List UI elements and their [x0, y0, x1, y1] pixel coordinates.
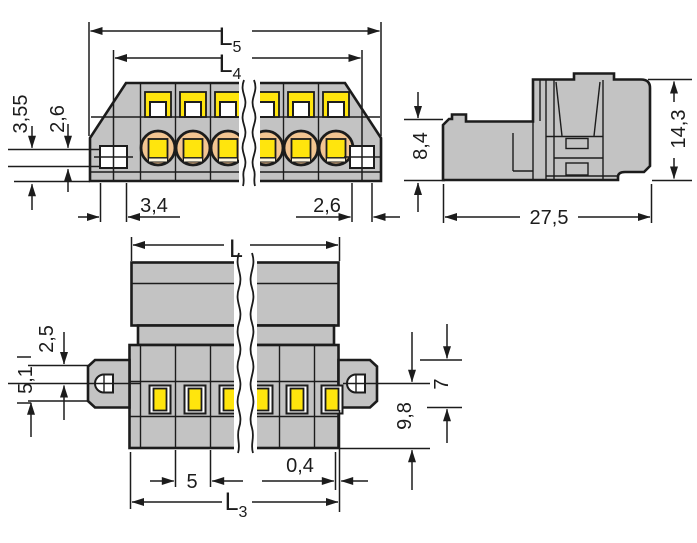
- wire-port: [139, 129, 177, 167]
- wire-ports: [139, 129, 355, 167]
- side-view-dimensions: 8,4 14,3 27,5: [404, 78, 692, 229]
- dim-98-label: 9,8: [394, 402, 416, 430]
- dim-84-label: 8,4: [410, 132, 432, 160]
- wire-port: [317, 129, 355, 167]
- dim-143-label: 14,3: [668, 110, 690, 149]
- side-view: 8,4 14,3 27,5: [404, 72, 692, 229]
- side-profile-details: [512, 80, 618, 179]
- actuation-window: [287, 91, 315, 118]
- actuation-window: [144, 91, 172, 118]
- dim-275-label: 27,5: [530, 207, 569, 229]
- dim-7-label: 7: [431, 378, 453, 389]
- dim-04-label: 0,4: [286, 455, 314, 477]
- top-view-dimensions: L5 L4 3,55 2,6 3,4: [8, 22, 400, 222]
- contact-slot: [183, 384, 207, 415]
- front-view: L 2,5 5,1 7 9,8: [8, 235, 462, 521]
- dim-51-label: 5,1: [15, 366, 37, 394]
- break-line: [239, 79, 260, 187]
- dim-355-label: 3,55: [10, 95, 32, 134]
- dim-25-label: 2,5: [36, 325, 58, 353]
- wire-port: [282, 129, 320, 167]
- break-line: [234, 252, 257, 456]
- dim-l4-label: L4: [219, 50, 242, 83]
- contact-slot: [285, 384, 309, 415]
- actuation-window: [214, 91, 242, 118]
- dim-26-bottom-label: 2,6: [313, 195, 341, 217]
- actuation-window: [322, 91, 350, 118]
- dim-l-label: L: [229, 235, 243, 263]
- dim-5-label: 5: [186, 471, 197, 493]
- contact-slots: [148, 384, 344, 415]
- actuation-window: [179, 91, 207, 118]
- dim-34-label: 3,4: [140, 195, 168, 217]
- dim-l5-label: L5: [219, 23, 242, 56]
- dim-26-left-label: 2,6: [47, 105, 69, 133]
- top-view: L5 L4 3,55 2,6 3,4: [8, 22, 400, 222]
- wire-port: [174, 129, 212, 167]
- front-view-dimensions: L 2,5 5,1 7 9,8: [15, 235, 462, 521]
- contact-slot: [148, 384, 172, 415]
- contact-slot: [320, 384, 344, 415]
- dim-l3-label: L3: [225, 488, 248, 521]
